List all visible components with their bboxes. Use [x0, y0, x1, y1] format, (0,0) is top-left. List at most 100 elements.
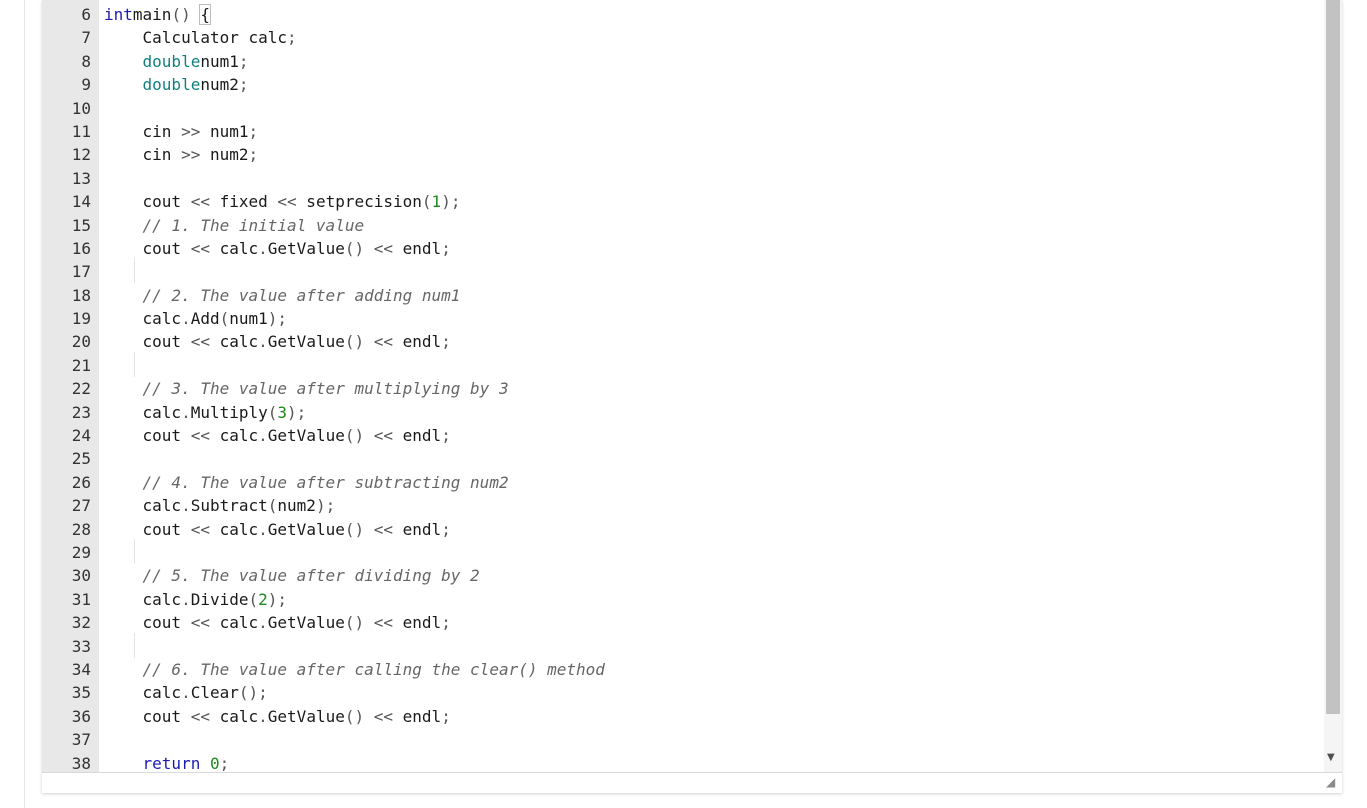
code-line[interactable]: 28 cout << calc.GetValue() << endl; [42, 518, 1324, 541]
code-text[interactable]: // 3. The value after multiplying by 3 [104, 377, 509, 400]
code-line[interactable]: 29 [42, 541, 1324, 564]
code-line[interactable]: 30 // 5. The value after dividing by 2 [42, 564, 1324, 587]
code-token [104, 52, 143, 71]
code-line[interactable]: 35 calc.Clear(); [42, 681, 1324, 704]
code-text[interactable]: calc.Clear(); [104, 681, 268, 704]
code-text[interactable]: cin >> num2; [104, 143, 259, 166]
code-line[interactable]: 22 // 3. The value after multiplying by … [42, 377, 1324, 400]
code-token: calc [209, 426, 259, 446]
code-line[interactable]: 33 [42, 635, 1324, 658]
vertical-scrollbar[interactable]: ▼ [1324, 0, 1342, 772]
code-line[interactable]: 10 [42, 97, 1324, 120]
code-token: num1 [229, 309, 268, 329]
code-token: ; [248, 121, 259, 141]
code-line[interactable]: 9 doublenum2; [42, 73, 1324, 96]
line-number: 8 [81, 51, 91, 71]
code-line[interactable]: 24 cout << calc.GetValue() << endl; [42, 424, 1324, 447]
code-token: 2 [258, 589, 268, 609]
code-token: << [373, 706, 394, 726]
code-token: () [344, 613, 365, 633]
code-line[interactable]: 16 cout << calc.GetValue() << endl; [42, 237, 1324, 260]
code-line[interactable]: 37 [42, 728, 1324, 751]
code-text[interactable]: cout << calc.GetValue() << endl; [104, 611, 451, 634]
resize-grip-icon[interactable]: ◢ [1326, 775, 1336, 789]
code-token: return [142, 753, 201, 773]
code-line[interactable]: 26 // 4. The value after subtracting num… [42, 471, 1324, 494]
code-token: . [258, 426, 268, 446]
code-line[interactable]: 21 [42, 354, 1324, 377]
code-line[interactable]: 12 cin >> num2; [42, 143, 1324, 166]
code-line[interactable]: 19 calc.Add(num1); [42, 307, 1324, 330]
code-line[interactable]: 18 // 2. The value after adding num1 [42, 284, 1324, 307]
code-line[interactable]: 8 doublenum1; [42, 50, 1324, 73]
code-line[interactable]: 15 // 1. The initial value [42, 214, 1324, 237]
code-token: calc [104, 683, 182, 703]
code-token [200, 754, 210, 773]
code-line[interactable]: 23 calc.Multiply(3); [42, 401, 1324, 424]
line-number: 16 [71, 238, 91, 258]
indent-guide [134, 352, 135, 377]
code-text[interactable]: cout << calc.GetValue() << endl; [104, 237, 451, 260]
code-token: << [373, 426, 394, 446]
code-line[interactable]: 20 cout << calc.GetValue() << endl; [42, 330, 1324, 353]
code-token: calc [209, 238, 259, 258]
code-token [104, 216, 143, 235]
code-token: 3 [277, 402, 288, 422]
code-text[interactable]: cout << calc.GetValue() << endl; [104, 424, 451, 447]
line-number: 14 [71, 192, 91, 212]
code-text[interactable]: doublenum2; [104, 73, 249, 96]
code-line[interactable]: 27 calc.Subtract(num2); [42, 494, 1324, 517]
code-line[interactable]: 25 [42, 447, 1324, 470]
code-text[interactable]: cout << calc.GetValue() << endl; [104, 330, 451, 353]
code-text[interactable]: Calculator calc; [104, 26, 297, 49]
line-number: 7 [81, 28, 91, 48]
code-line[interactable]: 34 // 6. The value after calling the cle… [42, 658, 1324, 681]
code-line[interactable]: 38 return 0; [42, 752, 1324, 773]
code-text[interactable]: // 5. The value after dividing by 2 [104, 564, 480, 587]
indent-guide [134, 539, 135, 564]
code-token: ; [248, 145, 259, 165]
code-token: num2 [200, 75, 239, 95]
scroll-down-arrow-icon[interactable]: ▼ [1327, 752, 1335, 763]
line-number: 29 [71, 542, 91, 562]
code-text[interactable]: // 2. The value after adding num1 [104, 284, 461, 307]
code-text[interactable]: calc.Divide(2); [104, 588, 288, 611]
code-line[interactable]: 32 cout << calc.GetValue() << endl; [42, 611, 1324, 634]
code-token: << [373, 519, 394, 539]
code-text[interactable]: doublenum1; [104, 50, 249, 73]
code-line[interactable]: 36 cout << calc.GetValue() << endl; [42, 705, 1324, 728]
code-token: ; [441, 613, 451, 633]
code-line[interactable]: 13 [42, 167, 1324, 190]
code-line[interactable]: 31 calc.Divide(2); [42, 588, 1324, 611]
code-text[interactable]: intmain() { [104, 3, 211, 26]
code-token: calc [209, 332, 259, 352]
line-number: 11 [71, 121, 91, 141]
code-line[interactable]: 14 cout << fixed << setprecision(1); [42, 190, 1324, 213]
code-line[interactable]: 11 cin >> num1; [42, 120, 1324, 143]
code-token: // 5. The value after dividing by 2 [142, 566, 480, 586]
code-text[interactable]: // 1. The initial value [104, 214, 365, 237]
code-text[interactable]: calc.Add(num1); [104, 307, 288, 330]
code-text[interactable]: cin >> num1; [104, 120, 259, 143]
code-text[interactable]: calc.Subtract(num2); [104, 494, 336, 517]
code-text[interactable]: cout << calc.GetValue() << endl; [104, 518, 451, 541]
code-token: ; [287, 28, 297, 48]
code-token: ( [421, 192, 432, 212]
code-line[interactable]: 7 Calculator calc; [42, 26, 1324, 49]
code-text[interactable]: // 6. The value after calling the clear(… [104, 658, 605, 681]
code-text[interactable]: // 4. The value after subtracting num2 [104, 471, 509, 494]
code-text[interactable]: calc.Multiply(3); [104, 401, 307, 424]
code-line[interactable]: 17 [42, 260, 1324, 283]
code-text[interactable]: return 0; [104, 752, 230, 773]
code-text[interactable]: cout << calc.GetValue() << endl; [104, 705, 451, 728]
scrollbar-thumb[interactable] [1326, 0, 1340, 714]
code-text[interactable]: cout << fixed << setprecision(1); [104, 190, 461, 213]
code-token: endl [393, 613, 442, 633]
code-token: ( [267, 402, 278, 422]
code-token: cout [104, 192, 191, 212]
code-token: ( [248, 589, 259, 609]
code-token: num1 [200, 121, 249, 141]
